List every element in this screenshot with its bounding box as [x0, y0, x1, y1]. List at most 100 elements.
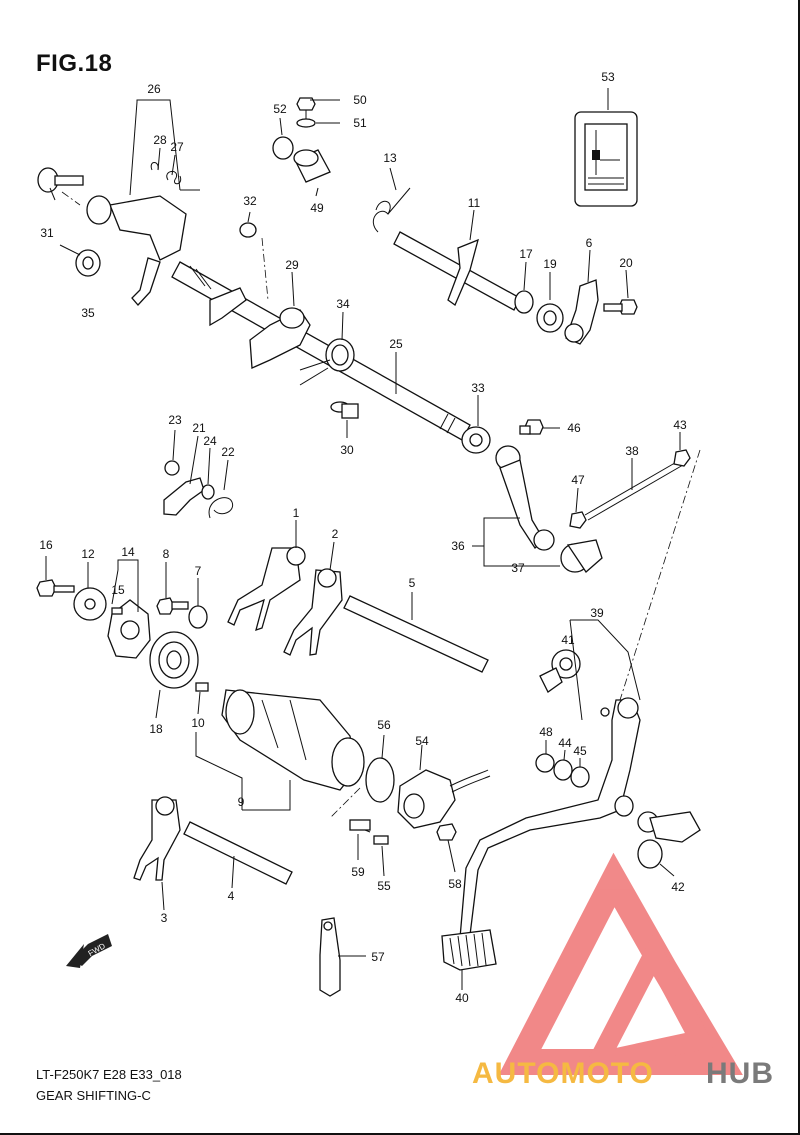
rod-end-42 [637, 811, 701, 869]
callout-22: 22 [221, 445, 235, 459]
callout-51: 51 [353, 116, 367, 130]
plate-12 [73, 587, 107, 621]
bearing-18 [149, 631, 199, 689]
callout-40: 40 [455, 991, 469, 1005]
callout-29: 29 [285, 258, 299, 272]
arm-36 [495, 445, 555, 551]
plate-57 [319, 917, 341, 997]
shaft-4 [183, 821, 293, 885]
shift-shaft [171, 261, 471, 441]
callout-18: 18 [149, 722, 163, 736]
callout-11: 11 [468, 196, 481, 210]
stopper-21 [163, 477, 205, 516]
callout-35: 35 [81, 306, 95, 320]
spring-22 [208, 497, 234, 519]
shift-drum-9 [221, 689, 365, 791]
callout-17: 17 [519, 247, 533, 261]
callout-56: 56 [377, 718, 391, 732]
callout-44: 44 [558, 736, 572, 750]
callout-9: 9 [238, 795, 245, 809]
callout-45: 45 [573, 744, 587, 758]
callout-28: 28 [153, 133, 167, 147]
callout-numbers: 1 2 3 4 5 6 7 8 9 10 11 12 13 14 15 16 1… [39, 70, 687, 1005]
callout-30: 30 [340, 443, 354, 457]
cap-49 [293, 149, 331, 183]
shift-pedal-40 [441, 697, 641, 971]
callout-53: 53 [601, 70, 615, 84]
spring-27 [166, 171, 182, 185]
cap-37 [560, 539, 603, 573]
washer-48 [535, 753, 555, 773]
callout-38: 38 [625, 444, 639, 458]
callout-34: 34 [336, 297, 350, 311]
shaft-11 [393, 231, 521, 311]
callout-13: 13 [383, 151, 397, 165]
fork-3 [133, 796, 181, 881]
callout-33: 33 [471, 381, 485, 395]
callout-15: 15 [111, 583, 125, 597]
washer-17 [514, 290, 534, 314]
o-ring-56 [365, 757, 395, 803]
callout-31: 31 [40, 226, 54, 240]
pin-30 [330, 401, 359, 419]
callout-27: 27 [170, 140, 184, 154]
callout-20: 20 [619, 256, 633, 270]
callout-14: 14 [121, 545, 135, 559]
arm-6 [564, 279, 599, 345]
bolt-31 [37, 167, 84, 193]
watermark-word-hub: HUB [706, 1057, 774, 1090]
spring-34 [299, 338, 355, 386]
callout-39: 39 [590, 606, 604, 620]
bolt-23 [164, 460, 180, 476]
leader-lines [45, 88, 681, 990]
watermark-word-automoto: AUTOMOTO [472, 1057, 654, 1090]
callout-48: 48 [539, 725, 553, 739]
callout-42: 42 [671, 880, 685, 894]
callout-23: 23 [168, 413, 182, 427]
front-direction-arrow-icon: FWD [66, 934, 112, 968]
spring-13 [372, 187, 411, 233]
callout-52: 52 [273, 102, 287, 116]
callout-43: 43 [673, 418, 687, 432]
callout-57: 57 [371, 950, 385, 964]
shaft-5 [343, 595, 489, 673]
callout-16: 16 [39, 538, 53, 552]
clip-45 [570, 766, 590, 788]
nut-47 [569, 511, 587, 529]
model-code: LT-F250K7 E28 E33_018 [36, 1067, 182, 1082]
shift-pattern-label-53 [574, 111, 638, 207]
callout-6: 6 [586, 236, 593, 250]
washer-44 [553, 759, 573, 781]
shift-arm-plate [86, 195, 187, 306]
callout-10: 10 [191, 716, 205, 730]
washer-51 [296, 118, 316, 128]
gear-position-switch-54 [397, 769, 491, 829]
rod-38 [587, 464, 684, 521]
bolt-20 [603, 299, 638, 315]
fork-1 [227, 546, 306, 631]
shift-arm-29 [209, 287, 311, 369]
pin-10 [195, 682, 209, 692]
callout-7: 7 [195, 564, 202, 578]
o-ring-52 [272, 136, 294, 160]
callout-41: 41 [561, 633, 575, 647]
callout-26: 26 [147, 82, 161, 96]
callout-36: 36 [451, 539, 465, 553]
callout-8: 8 [163, 547, 170, 561]
callout-58: 58 [448, 877, 462, 891]
callout-50: 50 [353, 93, 367, 107]
callout-21: 21 [192, 421, 206, 435]
callout-54: 54 [415, 734, 429, 748]
bearing-19 [536, 303, 564, 333]
callout-3: 3 [161, 911, 168, 925]
callout-59: 59 [351, 865, 365, 879]
callout-2: 2 [332, 527, 339, 541]
bolt-50 [296, 97, 316, 120]
callout-32: 32 [243, 194, 257, 208]
callout-4: 4 [228, 889, 235, 903]
callout-47: 47 [571, 473, 585, 487]
bolt-46 [519, 419, 544, 435]
triangle-a-logo-icon [498, 852, 743, 1077]
callout-25: 25 [389, 337, 403, 351]
